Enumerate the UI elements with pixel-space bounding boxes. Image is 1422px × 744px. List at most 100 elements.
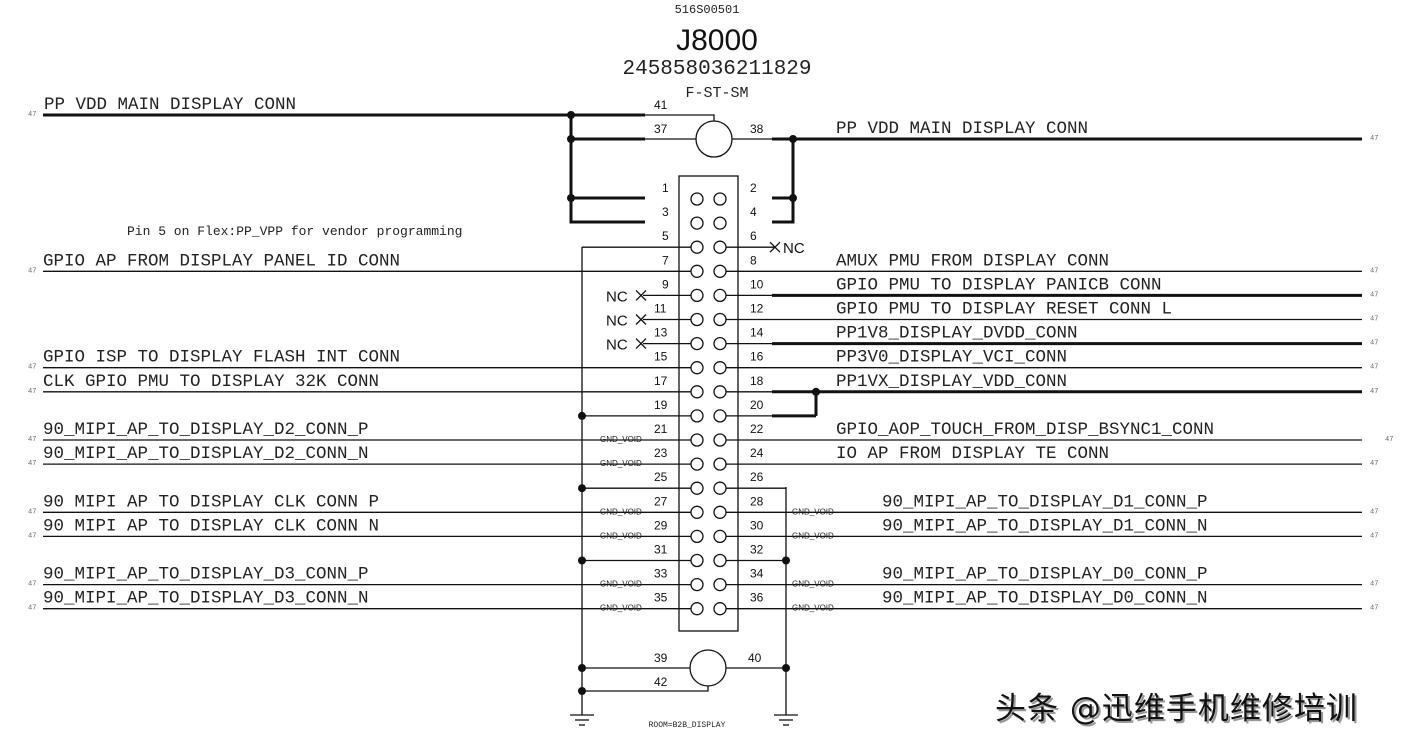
pin-3 xyxy=(690,216,704,230)
pin-num-9: 9 xyxy=(662,277,669,291)
pin-36 xyxy=(713,602,727,616)
connector-body xyxy=(678,175,739,632)
nc-x-icon xyxy=(635,314,647,325)
pin-26 xyxy=(713,481,727,495)
pin-num-35: 35 xyxy=(654,591,668,605)
pin-num-15: 15 xyxy=(654,350,668,364)
nc-x-icon xyxy=(635,289,647,301)
pin-1 xyxy=(690,192,704,206)
junction-dot xyxy=(578,556,586,565)
vendor-note: Pin 5 on Flex:PP_VPP for vendor programm… xyxy=(127,224,462,239)
net-label-right-36: 90_MIPI_AP_TO_DISPLAY_D0_CONN_N xyxy=(882,589,1208,609)
gnd-void-label: GND_VOID xyxy=(792,580,834,589)
pin-num-14: 14 xyxy=(750,326,764,340)
page-ref-30: 47 xyxy=(1370,532,1378,540)
nc-x-icon xyxy=(635,338,647,350)
shield-pin-top xyxy=(695,120,733,158)
room-label: ROOM=B2B_DISPLAY xyxy=(649,721,726,730)
net-label-right-8: AMUX PMU FROM DISPLAY CONN xyxy=(836,251,1109,271)
pin-num-13: 13 xyxy=(654,326,668,340)
nc-label: NC xyxy=(606,337,628,354)
pin-num-19: 19 xyxy=(654,398,668,412)
refdes: J8000 xyxy=(676,24,758,57)
pin-17 xyxy=(690,385,704,399)
page-ref-28: 47 xyxy=(1370,508,1378,516)
nc-label: NC xyxy=(606,288,628,305)
pin-14 xyxy=(713,336,727,351)
net-label-right-30: 90_MIPI_AP_TO_DISPLAY_D1_CONN_N xyxy=(882,516,1208,536)
pin-12 xyxy=(713,312,727,327)
pin-35 xyxy=(690,602,704,616)
wire-pin41 xyxy=(645,114,715,121)
pin-11 xyxy=(690,312,704,327)
pin-27 xyxy=(690,505,704,519)
mpn: 245858036211829 xyxy=(622,58,811,81)
pin-8 xyxy=(713,264,727,278)
pin-num-37: 37 xyxy=(654,122,668,136)
gnd-void-label: GND_VOID xyxy=(600,459,642,468)
pin-num-1: 1 xyxy=(662,181,669,195)
pin-num-39: 39 xyxy=(654,651,668,665)
page-ref-27: 47 xyxy=(28,508,36,516)
net-label-left-7: GPIO AP FROM DISPLAY PANEL ID CONN xyxy=(43,251,400,271)
net-label-right-38: PP VDD MAIN DISPLAY CONN xyxy=(836,119,1088,139)
net-label-left-17: CLK GPIO PMU TO DISPLAY 32K CONN xyxy=(43,372,379,392)
gnd-void-label: GND_VOID xyxy=(792,604,834,613)
pin-num-4: 4 xyxy=(750,205,757,219)
pin-21 xyxy=(690,433,704,447)
pin-num-20: 20 xyxy=(750,398,764,412)
pin-7 xyxy=(690,264,704,278)
gnd-void-label: GND_VOID xyxy=(792,507,834,516)
page-ref-21: 47 xyxy=(28,436,36,444)
pin-16 xyxy=(713,361,727,375)
net-label-right-18: PP1VX_DISPLAY_VDD_CONN xyxy=(836,372,1067,392)
pin-32 xyxy=(713,553,727,568)
nc-label: NC xyxy=(783,240,805,257)
pin-num-42: 42 xyxy=(654,675,668,689)
gnd-void-label: GND_VOID xyxy=(600,507,642,516)
pin-num-12: 12 xyxy=(750,302,764,316)
net-label-right-16: PP3V0_DISPLAY_VCI_CONN xyxy=(836,348,1067,368)
pin-18 xyxy=(713,385,727,399)
pin-num-10: 10 xyxy=(750,277,764,291)
page-ref-12: 47 xyxy=(1370,316,1378,324)
pin-num-18: 18 xyxy=(750,374,764,388)
pin-23 xyxy=(690,457,704,471)
pin-num-23: 23 xyxy=(654,446,668,460)
page-ref-14: 47 xyxy=(1370,340,1378,348)
junction-dot xyxy=(812,387,820,396)
net-label-right-12: GPIO PMU TO DISPLAY RESET CONN L xyxy=(836,300,1172,320)
pin-34 xyxy=(713,577,727,592)
pin-num-29: 29 xyxy=(654,518,668,532)
pin-19 xyxy=(690,409,704,423)
nc-label: NC xyxy=(606,313,628,330)
page-ref-8: 47 xyxy=(1370,267,1378,275)
page-ref-29: 47 xyxy=(28,532,36,540)
net-label-right-14: PP1V8_DISPLAY_DVDD_CONN xyxy=(836,324,1078,344)
pin-num-25: 25 xyxy=(654,470,668,484)
page-ref-10: 47 xyxy=(1370,291,1378,299)
junction-dot xyxy=(578,411,586,420)
net-label-right-22: GPIO_AOP_TOUCH_FROM_DISP_BSYNC1_CONN xyxy=(836,420,1214,440)
pin-num-5: 5 xyxy=(662,229,669,243)
pin-4 xyxy=(713,216,727,230)
page-ref-18: 47 xyxy=(1370,388,1378,396)
pin-9 xyxy=(690,288,704,303)
pin-22 xyxy=(713,433,727,447)
pin-10 xyxy=(713,288,727,303)
net-label-left-33: 90_MIPI_AP_TO_DISPLAY_D3_CONN_P xyxy=(43,565,369,585)
page-ref-16: 47 xyxy=(1370,364,1378,372)
part-number: 516S00501 xyxy=(675,3,740,17)
net-label-left-41: PP VDD MAIN DISPLAY CONN xyxy=(44,95,296,115)
watermark: 头条 @迅维手机维修培训 xyxy=(995,691,1358,727)
pin-num-24: 24 xyxy=(750,446,764,460)
shield-pin-bottom xyxy=(689,649,727,687)
page-ref-15: 47 xyxy=(28,364,36,372)
pin-num-8: 8 xyxy=(750,253,757,267)
page-ref-34: 47 xyxy=(1370,581,1378,589)
pin-2 xyxy=(713,192,727,206)
pin-29 xyxy=(690,529,704,544)
net-label-right-28: 90_MIPI_AP_TO_DISPLAY_D1_CONN_P xyxy=(882,492,1208,512)
pin-25 xyxy=(690,481,704,495)
